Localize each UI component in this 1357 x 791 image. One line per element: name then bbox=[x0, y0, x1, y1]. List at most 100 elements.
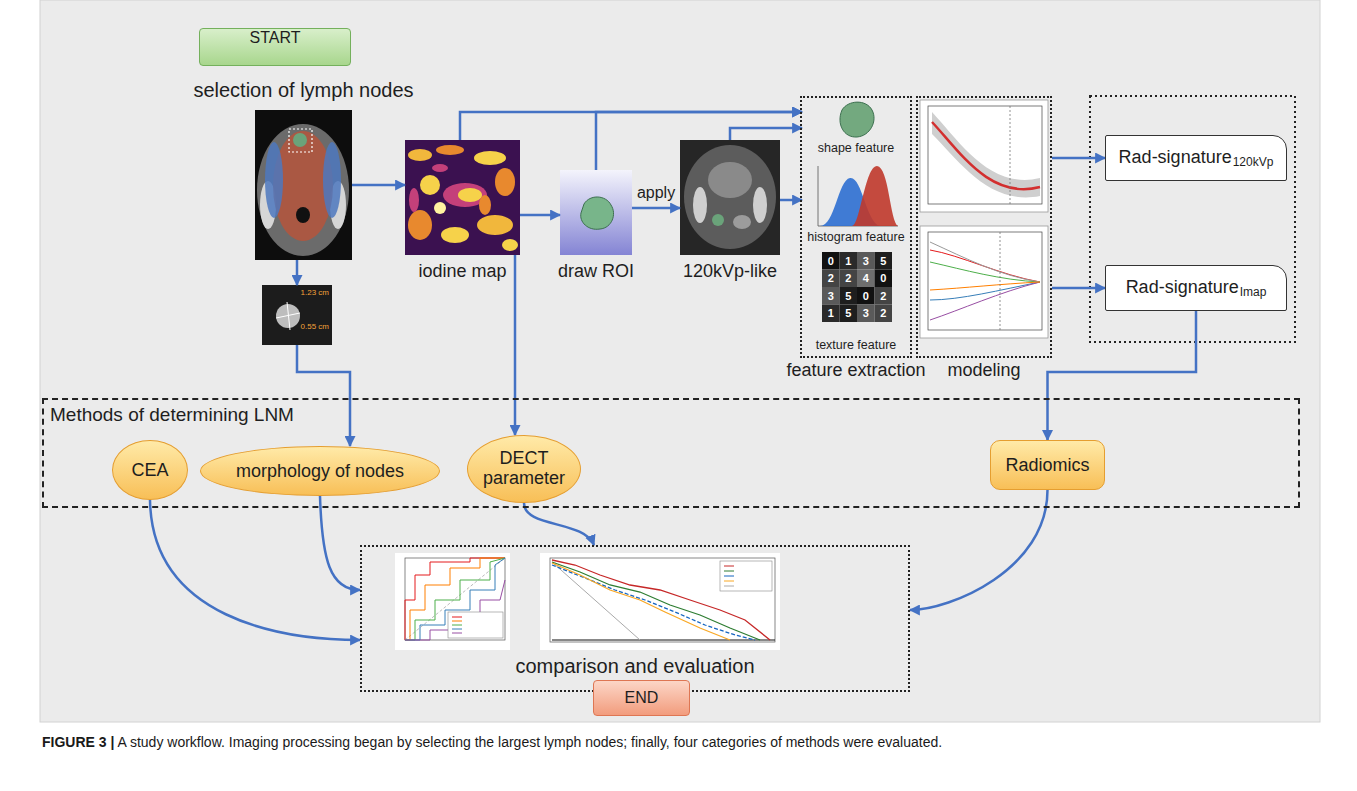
matrix-value: 0 bbox=[863, 290, 869, 301]
texture-matrix bbox=[840, 252, 858, 270]
terminal-label: END bbox=[625, 689, 659, 706]
texture-matrix bbox=[875, 252, 893, 270]
ct-120kvp-image bbox=[680, 140, 780, 255]
histogram-icon bbox=[818, 166, 898, 226]
text-wrap: Rad-signature120kVp bbox=[1119, 147, 1274, 170]
texture-matrix bbox=[857, 252, 875, 270]
decision-curve-chart bbox=[552, 563, 730, 640]
flow-arrow bbox=[460, 112, 802, 140]
roc-chart bbox=[448, 612, 503, 638]
decision-curve-chart bbox=[724, 586, 734, 587]
matrix-value: 3 bbox=[863, 255, 869, 266]
ct-image bbox=[289, 129, 312, 152]
iodine-map-image bbox=[479, 195, 491, 215]
ct-120kvp-image bbox=[712, 214, 724, 226]
lasso-path-plot bbox=[920, 226, 1048, 338]
texture-matrix bbox=[822, 305, 840, 323]
matrix-value: 2 bbox=[845, 273, 851, 284]
signature-box: Rad-signature120kVp bbox=[1105, 135, 1287, 181]
flow-arrow bbox=[524, 503, 594, 545]
lymph-node-crop-image bbox=[262, 285, 332, 345]
matrix-value: 1 bbox=[845, 255, 851, 266]
roc-chart bbox=[395, 553, 510, 650]
method-oval: DECT parameter bbox=[467, 435, 581, 503]
shape-feature-icon bbox=[840, 102, 874, 137]
ct-image bbox=[255, 110, 352, 260]
histogram-icon bbox=[818, 166, 819, 226]
roi-image bbox=[581, 197, 614, 229]
decision-curve-chart bbox=[720, 561, 772, 591]
iodine-map-image bbox=[474, 151, 506, 165]
group-label: comparison and evaluation bbox=[515, 655, 754, 678]
group-heading: Methods of determining LNM bbox=[50, 404, 294, 426]
method-label: morphology of nodes bbox=[236, 461, 404, 481]
roi-image bbox=[560, 170, 632, 255]
ct-120kvp-image bbox=[708, 162, 752, 198]
flow-arrow bbox=[1052, 287, 1105, 290]
group-label: modeling bbox=[947, 360, 1020, 381]
text-wrap: START bbox=[200, 29, 350, 47]
iodine-map-image bbox=[408, 210, 432, 240]
lasso-path-plot bbox=[930, 242, 1040, 282]
roc-chart bbox=[405, 558, 505, 640]
flow-arrow bbox=[632, 207, 680, 210]
texture-matrix bbox=[875, 305, 893, 323]
decision-curve-chart bbox=[540, 553, 780, 650]
start-terminal: START bbox=[199, 28, 351, 66]
lasso-path-plot bbox=[920, 226, 1048, 338]
ct-120kvp-panel: 120kVp-like bbox=[680, 140, 780, 255]
texture-matrix bbox=[822, 252, 840, 270]
flow-arrow bbox=[320, 496, 360, 590]
iodine-map-image bbox=[495, 168, 515, 196]
matrix-value: 5 bbox=[845, 290, 851, 301]
iodine-map-image bbox=[502, 239, 518, 251]
measurement-label: 1.23 cm bbox=[301, 288, 329, 297]
ct-image bbox=[293, 133, 307, 147]
texture-matrix bbox=[875, 287, 893, 305]
lymph-node-crop: 1.23 cm 0.55 cm bbox=[262, 285, 332, 345]
lasso-cv-plot bbox=[920, 100, 1048, 212]
panel-label: 120kVp-like bbox=[683, 261, 777, 282]
lasso-path-plot bbox=[1000, 232, 1001, 330]
flow-arrow bbox=[596, 112, 802, 170]
terminal-label: START bbox=[250, 29, 301, 46]
texture-matrix bbox=[840, 305, 858, 323]
histogram-icon bbox=[852, 166, 898, 226]
texture-matrix bbox=[822, 287, 840, 305]
lasso-path-plot bbox=[930, 282, 1040, 290]
roc-chart bbox=[452, 617, 462, 618]
ct-image bbox=[265, 142, 283, 218]
roi-image bbox=[560, 170, 632, 255]
measurement-label: 0.55 cm bbox=[301, 322, 329, 331]
flow-arrow bbox=[352, 184, 405, 187]
ct-image bbox=[323, 142, 341, 218]
modeling-group: modeling bbox=[916, 96, 1052, 358]
text-wrap: DECT parameter bbox=[476, 449, 572, 489]
feature-label: shape feature bbox=[818, 141, 894, 155]
lasso-path-plot bbox=[930, 282, 1040, 320]
text-wrap: CEA bbox=[131, 460, 168, 481]
iodine-map-image bbox=[434, 202, 446, 214]
caption-prefix: FIGURE 3 | bbox=[42, 734, 114, 750]
decision-curve-chart bbox=[540, 553, 780, 650]
matrix-value: 2 bbox=[880, 290, 886, 301]
matrix-value: 5 bbox=[845, 308, 851, 319]
roc-chart bbox=[395, 553, 510, 650]
figure-panel bbox=[40, 0, 1320, 722]
matrix-value: 0 bbox=[828, 255, 834, 266]
iodine-map-image bbox=[477, 215, 513, 235]
ct-120kvp-image bbox=[753, 187, 767, 223]
ct-image bbox=[296, 207, 310, 223]
lasso-cv-plot bbox=[1010, 106, 1011, 204]
lasso-cv-plot bbox=[932, 112, 1040, 197]
lasso-cv-plot bbox=[932, 122, 1040, 189]
decision-curve-chart bbox=[550, 558, 775, 642]
lasso-cv-plot bbox=[920, 100, 1048, 212]
texture-matrix bbox=[840, 287, 858, 305]
flow-arrow bbox=[910, 490, 1048, 610]
flow-arrow bbox=[150, 500, 360, 640]
ct-120kvp-image bbox=[733, 215, 751, 229]
figure-caption: FIGURE 3 | A study workflow. Imaging pro… bbox=[42, 733, 1317, 752]
signature-label: 120kVp bbox=[1233, 155, 1274, 169]
